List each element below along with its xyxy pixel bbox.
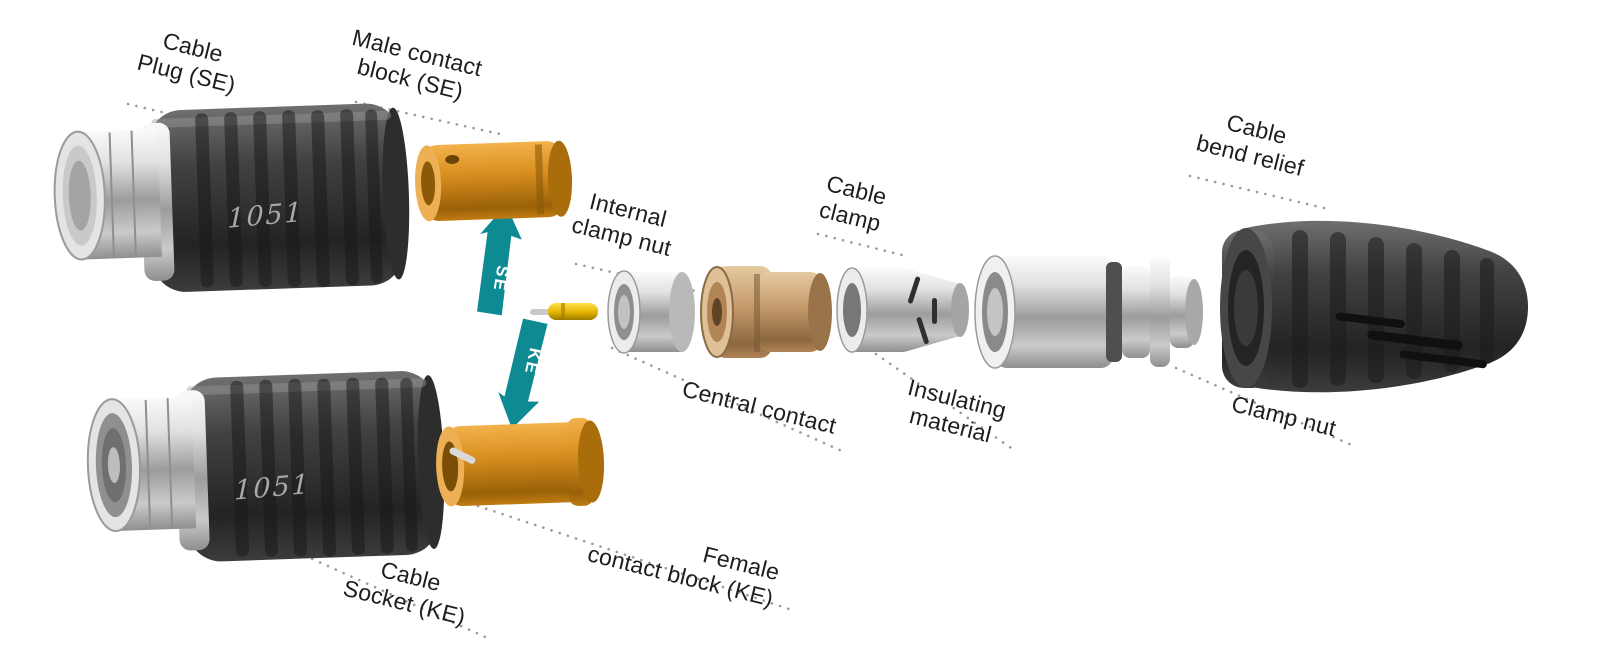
se-arrow-label: SE <box>489 264 512 293</box>
ke-arrow: KE <box>498 318 548 429</box>
cable-bend-relief-illustration <box>1220 220 1528 393</box>
central-contact-illustration <box>530 303 598 320</box>
clamp-nut-illustration <box>974 255 1203 369</box>
leader-cable-bend-relief <box>1188 174 1334 212</box>
leader-cable-socket <box>224 518 494 642</box>
leader-female-contact-block <box>476 504 794 612</box>
plug-model-marking: 1051 <box>227 197 304 235</box>
cable-clamp-illustration <box>836 267 969 353</box>
se-arrow: SE <box>477 204 522 316</box>
se-arrow-shape <box>477 204 522 316</box>
leader-central-contact <box>610 346 846 454</box>
cable-plug-illustration: 1051 <box>53 103 410 292</box>
socket-model-marking: 1051 <box>234 469 311 507</box>
female-contact-block-illustration <box>436 417 605 507</box>
leader-cable-clamp <box>816 232 908 258</box>
insulating-material-illustration <box>700 266 832 358</box>
ke-arrow-shape <box>498 318 548 429</box>
cable-socket-illustration: 1051 <box>86 371 445 562</box>
male-contact-block-illustration <box>415 140 573 222</box>
internal-clamp-nut-illustration <box>607 270 695 354</box>
